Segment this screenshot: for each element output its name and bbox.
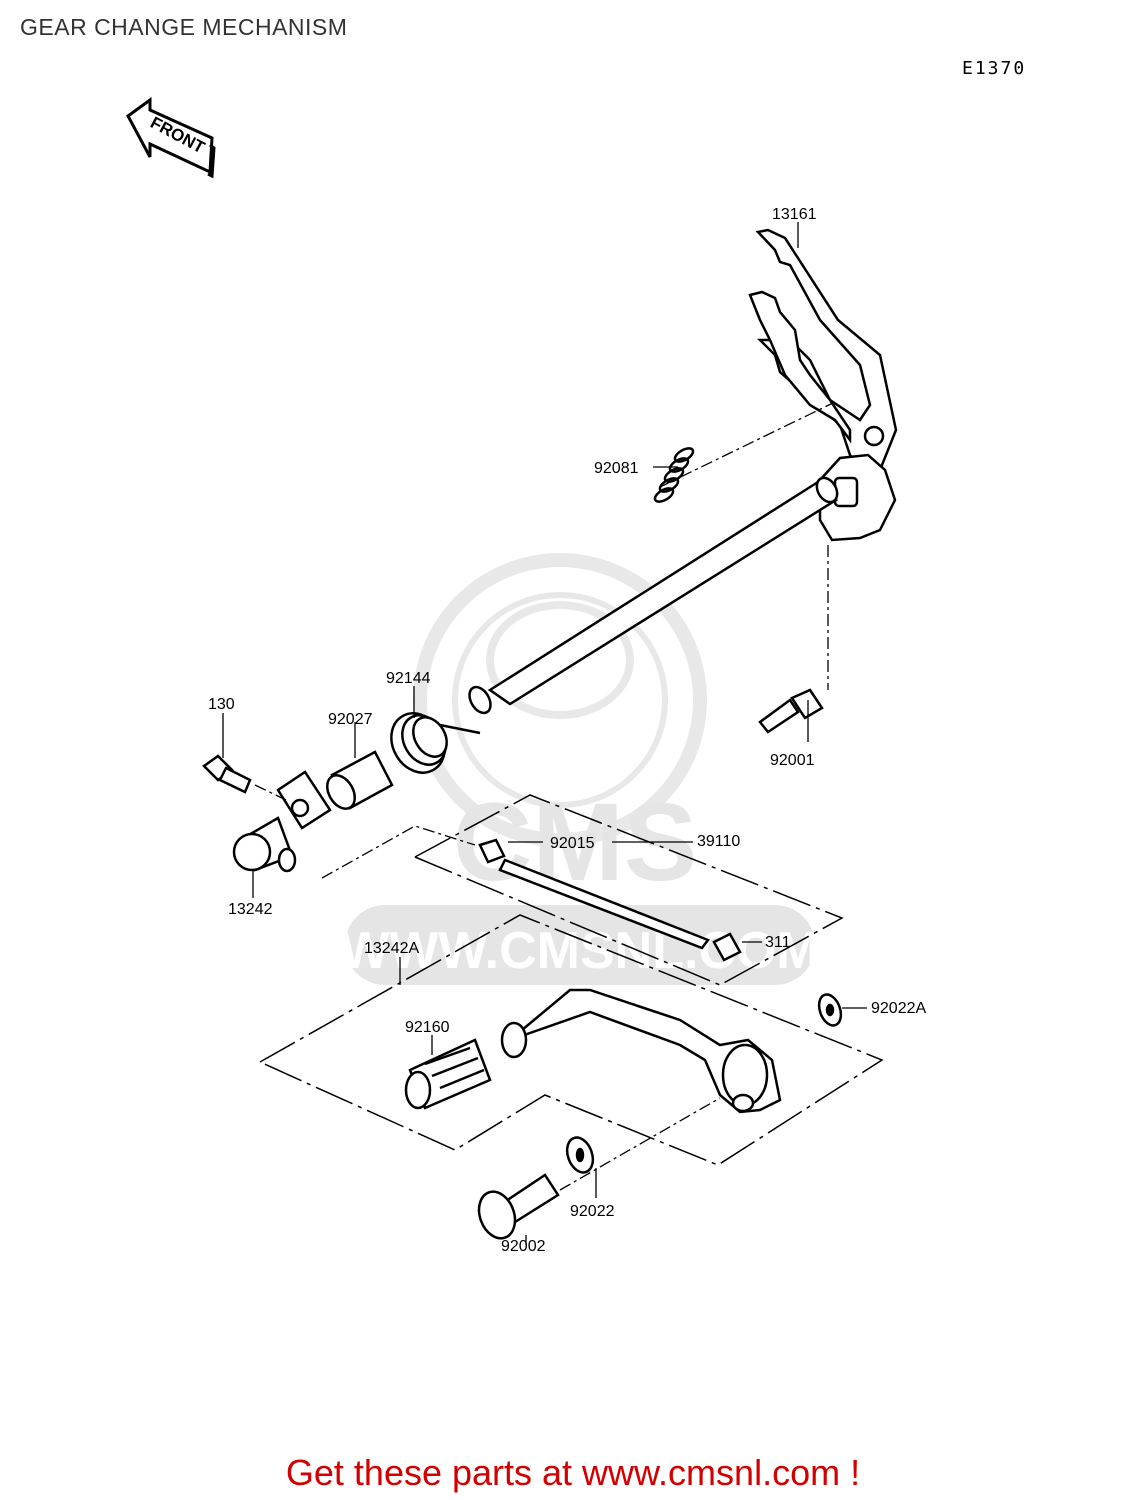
part-label-92001: 92001 — [770, 752, 815, 769]
bolt-92001 — [758, 688, 824, 734]
part-label-13242: 13242 — [228, 901, 273, 918]
washer-92022A — [817, 993, 843, 1027]
part-label-92081: 92081 — [594, 460, 639, 477]
shift-lever-13242 — [232, 770, 332, 873]
part-label-92022A: 92022A — [871, 1000, 926, 1017]
watermark: CMS WWW.CMSNL.COM — [340, 553, 820, 985]
spring-92081 — [653, 447, 695, 503]
part-label-39110: 39110 — [697, 833, 740, 850]
part-label-130: 130 — [208, 696, 235, 713]
part-label-92015: 92015 — [550, 835, 595, 852]
part-label-92160: 92160 — [405, 1019, 450, 1036]
pedal-rubber-92160 — [404, 1038, 492, 1110]
bolt-92002 — [477, 1173, 560, 1240]
tie-rod-39110 — [478, 838, 742, 962]
front-arrow-icon: FRONT — [126, 97, 216, 179]
assembly-outline-13242A — [258, 914, 884, 1166]
part-label-13242A: 13242A — [364, 940, 419, 957]
part-label-92027: 92027 — [328, 711, 373, 728]
return-spring-92144 — [390, 712, 481, 774]
assembly-outline-39110 — [414, 794, 844, 986]
part-label-92022: 92022 — [570, 1203, 615, 1220]
promo-link[interactable]: Get these parts at www.cmsnl.com ! — [285, 1452, 861, 1493]
shift-shaft — [468, 453, 897, 715]
collar-92027 — [326, 750, 394, 810]
bolt-130 — [202, 754, 252, 794]
promo-banner[interactable]: Get these parts at www.cmsnl.com ! — [0, 1452, 1146, 1494]
part-label-92144: 92144 — [386, 670, 431, 687]
shift-fork — [748, 228, 898, 482]
washer-92022 — [565, 1136, 595, 1174]
leader-lines — [222, 222, 867, 1245]
part-label-92002: 92002 — [501, 1238, 546, 1255]
page-title: GEAR CHANGE MECHANISM — [20, 14, 348, 40]
part-label-13161: 13161 — [772, 206, 817, 223]
part-label-311: 311 — [765, 934, 791, 951]
shift-pedal — [500, 988, 782, 1114]
diagram-reference-code: E1370 — [962, 58, 1027, 79]
